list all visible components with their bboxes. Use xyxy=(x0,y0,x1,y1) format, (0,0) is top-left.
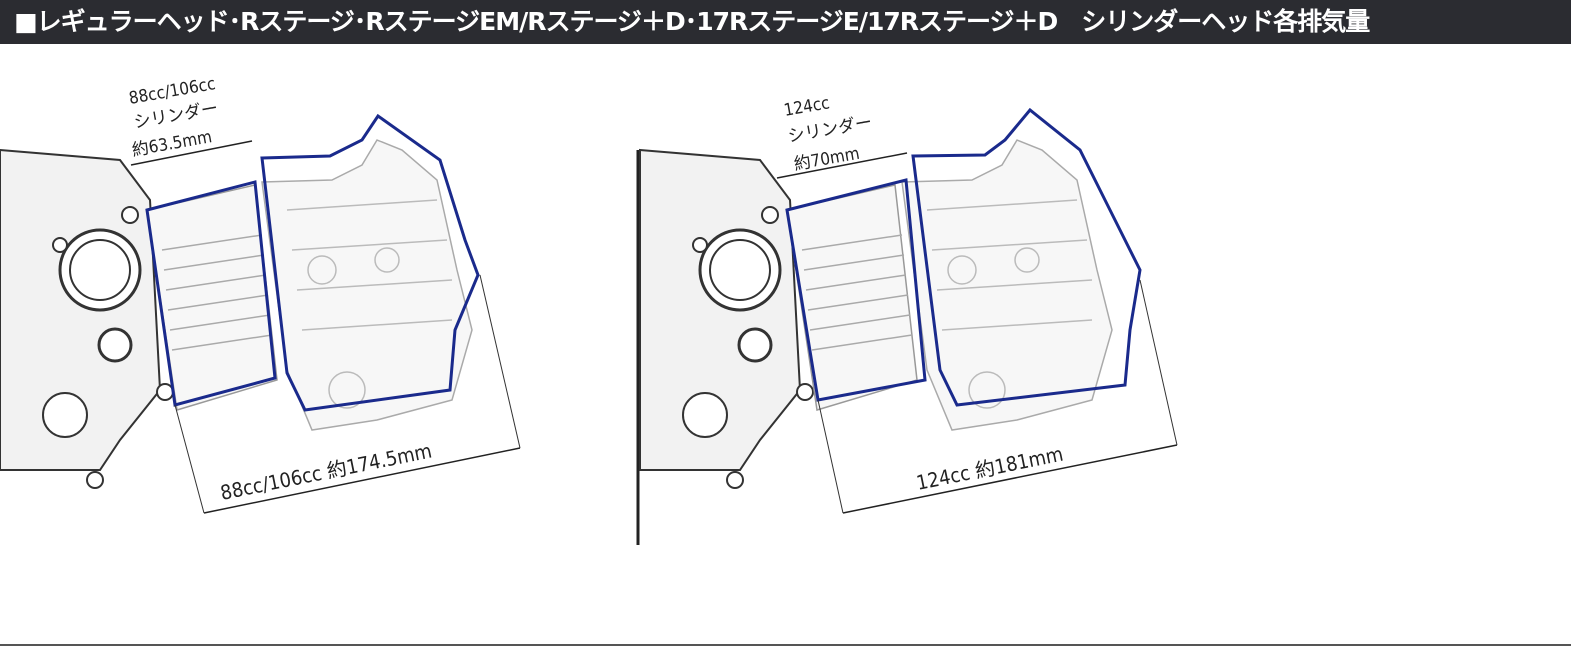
page-title: ■レギュラーヘッド･Rステージ･RステージEM/Rステージ＋D･17RステージE… xyxy=(0,0,1571,44)
cylinder-length-label: 約63.5mm xyxy=(130,127,213,161)
cylinder-length-label: 約70mm xyxy=(792,144,861,175)
cylinder-size-label: 124cc xyxy=(782,93,831,121)
engine-diagrams: 88cc/106cc シリンダー 約63.5mm 88cc/106cc 約174… xyxy=(0,74,1178,545)
diagram-88-106cc: 88cc/106cc シリンダー 約63.5mm 88cc/106cc 約174… xyxy=(0,74,521,514)
bottom-divider xyxy=(0,644,1571,646)
total-length-label: 124cc 約181mm xyxy=(914,442,1065,495)
diagram-124cc: 124cc シリンダー 約70mm 124cc 約181mm xyxy=(636,93,1178,545)
